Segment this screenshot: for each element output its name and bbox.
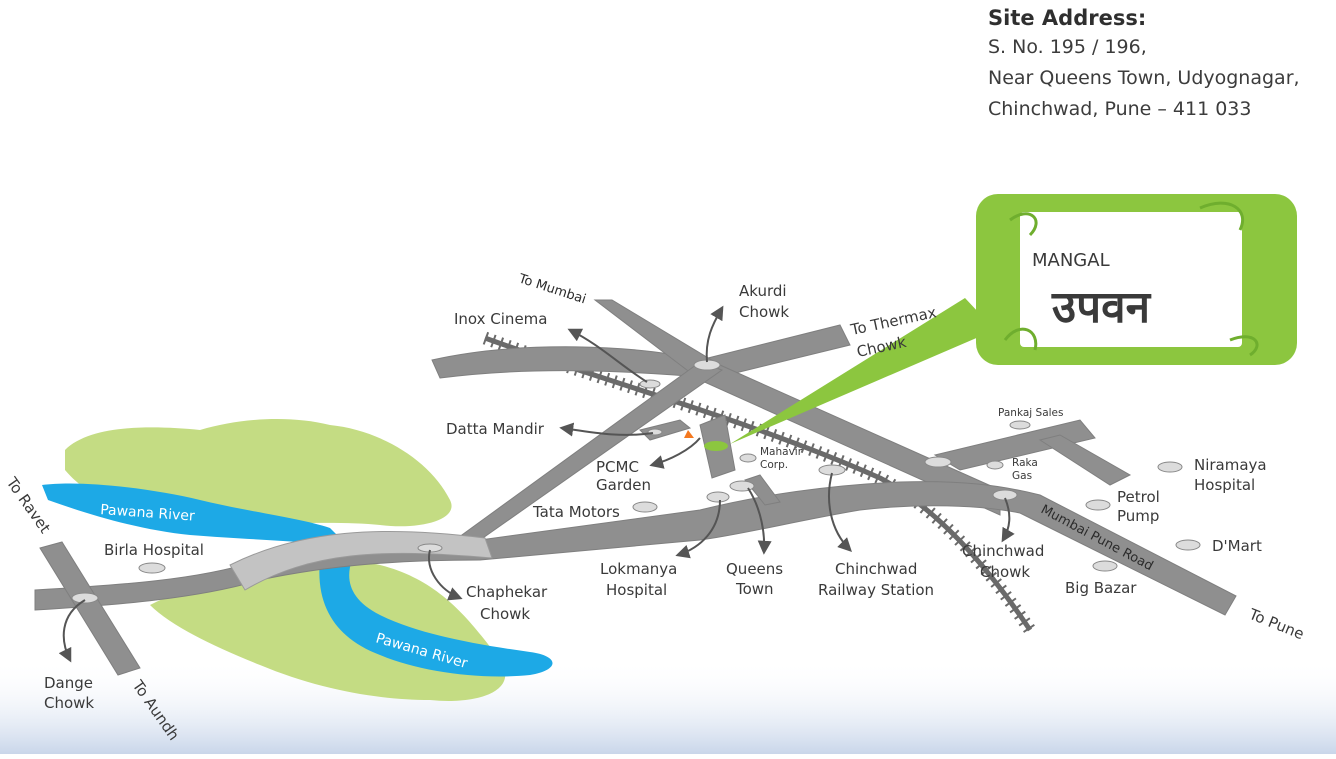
label-pcmc-garden: Garden <box>596 476 651 494</box>
label-dange: Dange <box>44 674 93 692</box>
site-address-line-3: Chinchwad, Pune – 411 033 <box>988 98 1252 120</box>
site-address-line-1: S. No. 195 / 196, <box>988 36 1147 58</box>
cloud-background <box>0 660 1336 754</box>
label-queens-town: Town <box>735 580 774 598</box>
pawana-river-upper <box>42 483 350 548</box>
site-address-heading: Site Address: <box>988 6 1147 30</box>
label-chinchwad-rs: Chinchwad <box>835 560 917 578</box>
label-dmart: D'Mart <box>1212 537 1262 555</box>
label-dange-chowk: Chowk <box>44 694 94 712</box>
location-markers <box>71 359 1201 604</box>
logo-brand: MANGAL <box>1032 250 1110 271</box>
label-raka-gas: Gas <box>1012 470 1032 482</box>
label-inox-cinema: Inox Cinema <box>454 310 547 328</box>
label-pawana-river-upper: Pawana River <box>100 502 196 525</box>
label-tata-motors: Tata Motors <box>532 503 620 521</box>
site-marker <box>704 441 728 451</box>
callout-pointer <box>730 298 995 444</box>
label-chinchwad-chowk: Chowk <box>980 563 1030 581</box>
label-mahavir-corp: Corp. <box>760 459 788 471</box>
label-petrol: Petrol <box>1117 488 1160 506</box>
label-chinchwad: Chinchwad <box>962 542 1044 560</box>
label-big-bazar: Big Bazar <box>1065 579 1137 597</box>
logo-name: उपवन <box>1051 282 1152 333</box>
site-address-line-2: Near Queens Town, Udyognagar, <box>988 67 1300 89</box>
label-pankaj-sales: Pankaj Sales <box>998 407 1063 419</box>
site-address: Site Address: S. No. 195 / 196, Near Que… <box>988 4 1300 125</box>
label-raka: Raka <box>1012 457 1038 469</box>
label-niramaya-hospital: Hospital <box>1194 476 1255 494</box>
label-pcmc: PCMC <box>596 458 639 476</box>
logo-card <box>1020 212 1242 347</box>
label-niramaya: Niramaya <box>1194 456 1267 474</box>
label-petrol-pump: Pump <box>1117 507 1159 525</box>
label-lokmanya: Lokmanya <box>600 560 677 578</box>
logo-foliage <box>1003 201 1259 357</box>
pawana-river-lower <box>319 560 553 677</box>
label-to-ravet: To Ravet <box>2 473 54 537</box>
railway-sleepers <box>482 331 1036 634</box>
label-chaphekar-chowk: Chowk <box>480 605 530 623</box>
label-birla-hospital: Birla Hospital <box>104 541 204 559</box>
label-mahavir: Mahavir <box>760 446 803 458</box>
label-to-mumbai: To Mumbai <box>516 271 588 307</box>
landmark-labels: Inox Cinema Akurdi Chowk Datta Mandir PC… <box>44 282 1267 712</box>
label-lokmanya-hospital: Hospital <box>606 581 667 599</box>
label-to-pune: To Pune <box>1246 605 1307 644</box>
label-railway-station: Railway Station <box>818 581 934 599</box>
label-queens: Queens <box>726 560 783 578</box>
label-datta-mandir: Datta Mandir <box>446 420 545 438</box>
label-chaphekar: Chaphekar <box>466 583 548 601</box>
label-akurdi: Akurdi <box>739 282 787 300</box>
label-akurdi-chowk: Chowk <box>739 303 789 321</box>
pointer-arrows <box>58 305 1015 663</box>
site-pin-icon <box>684 430 694 438</box>
